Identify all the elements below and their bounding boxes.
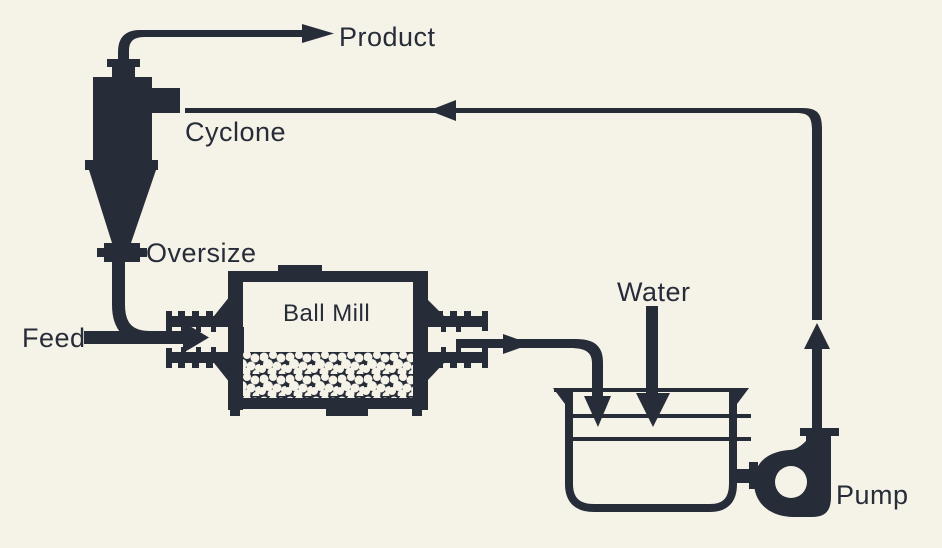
discharge-arrowhead <box>503 334 531 354</box>
mill-right-trunnion <box>428 311 488 368</box>
mill-ball-charge <box>243 352 413 398</box>
mill-left-endcap <box>228 271 243 410</box>
water-arrow <box>636 306 670 427</box>
product-arrowhead <box>302 24 334 43</box>
water-label: Water <box>617 277 691 307</box>
tank-level-line-2 <box>573 437 751 441</box>
water-arrowhead <box>636 393 670 427</box>
tank-walls <box>565 392 737 512</box>
cyclone <box>85 59 180 262</box>
mill-discharge-pipe <box>456 334 611 427</box>
cyclone-vortex-cap <box>107 59 140 67</box>
cyclone-body <box>93 77 152 162</box>
tank-outlet <box>735 469 749 483</box>
tank-rim <box>554 388 744 392</box>
product-label: Product <box>339 22 436 52</box>
pump-flange <box>800 428 839 436</box>
pump-label: Pump <box>836 480 909 510</box>
ball-mill-label: Ball Mill <box>283 300 370 327</box>
feed-label: Feed <box>22 323 86 353</box>
tank-level-line-1 <box>573 414 751 418</box>
oversize-pipe <box>112 262 172 344</box>
pump-return-pipe <box>185 100 830 429</box>
cyclone-flange <box>85 160 158 170</box>
pump <box>754 428 839 517</box>
mill-shell <box>214 265 444 416</box>
mill-left-trunnion <box>166 311 232 368</box>
cyclone-cone <box>89 170 156 243</box>
mill-bottom-band <box>233 397 418 409</box>
feed-arrowhead <box>183 322 209 353</box>
product-flow-pipe <box>118 24 334 62</box>
feed-flow-pipe <box>84 322 209 353</box>
oversize-label: Oversize <box>146 238 257 268</box>
sump-tank <box>553 388 758 512</box>
cyclone-label: Cyclone <box>185 117 286 147</box>
discharge-down-arrowhead <box>584 396 611 427</box>
return-left-arrowhead <box>429 100 456 121</box>
ball-mill <box>166 265 488 416</box>
cyclone-inlet-box <box>152 88 180 113</box>
mill-top-band <box>233 271 418 282</box>
pump-eye <box>775 466 807 498</box>
riser-up-arrowhead <box>804 323 830 349</box>
